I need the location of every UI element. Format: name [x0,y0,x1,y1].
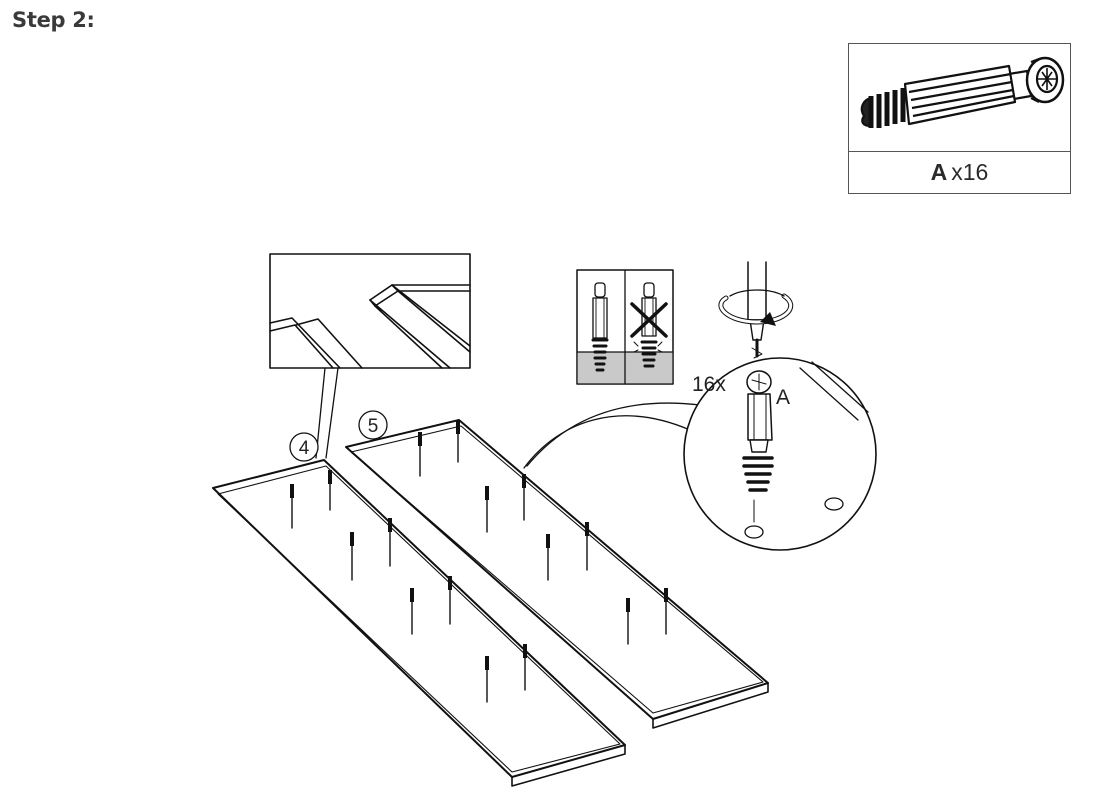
detail-callout [523,357,877,551]
screwdriver-icon [747,261,767,359]
part-caption: A x16 [849,151,1070,192]
panel-4-number-badge [289,432,319,462]
part-letter: A [930,158,948,185]
correct-incorrect-icon [576,269,674,385]
panel-4 [212,459,626,787]
step-title: Step 2: [12,8,95,32]
cam-dowel-icon [860,56,1065,128]
parts-box: A x16 [848,43,1071,194]
rotation-arrow-icon [718,289,794,326]
panel-4-number: 4 [299,438,310,459]
panel-5 [345,419,769,729]
part-quantity: x16 [951,158,989,185]
edge-detail-icon [269,253,471,459]
panel-5-number-badge [358,410,388,440]
dowel-part-label: A [776,386,790,409]
panel-5-number: 5 [368,416,379,437]
dowel-count-label: 16x [692,373,726,396]
